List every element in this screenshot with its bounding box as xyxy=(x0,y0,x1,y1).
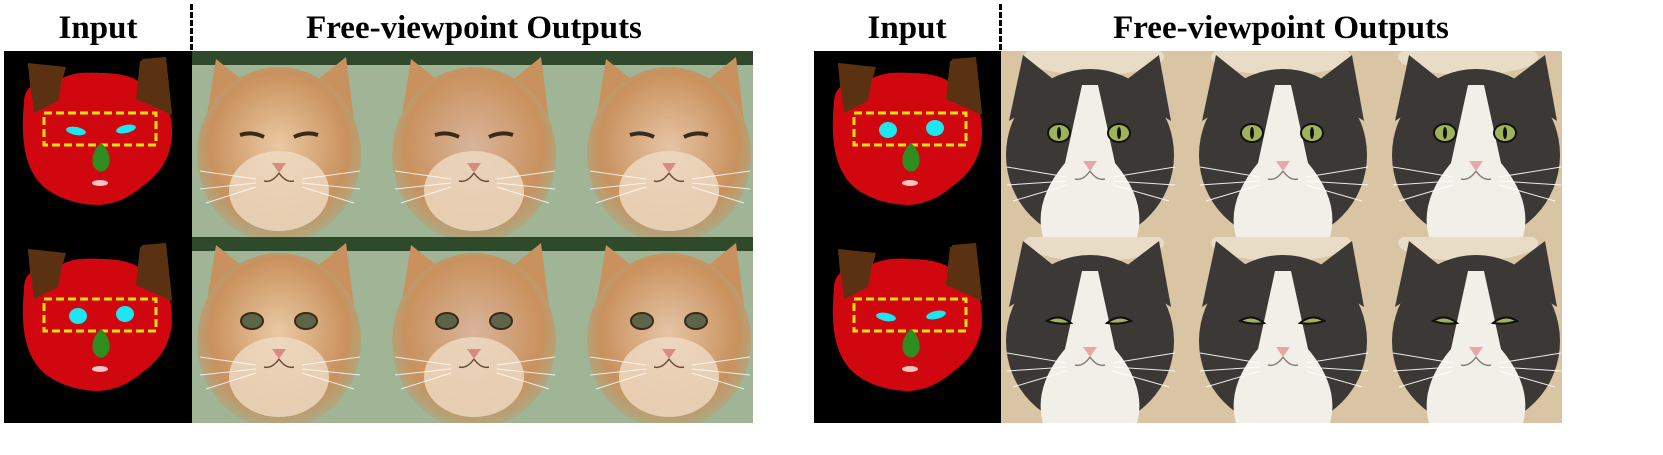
cat-nose xyxy=(467,349,481,359)
cat-eye-right xyxy=(489,312,513,330)
cat-nose xyxy=(1276,161,1290,171)
cat-eye-left xyxy=(239,131,265,139)
cat-eye-left xyxy=(630,312,654,330)
cat-nose xyxy=(1083,161,1097,171)
input-mask xyxy=(814,237,1001,423)
mask-ear-left xyxy=(838,65,874,113)
cat-eye-left xyxy=(629,131,655,139)
cat-eye-right xyxy=(294,312,318,330)
input-header: Input xyxy=(58,10,138,46)
cat-eye-right xyxy=(1297,316,1327,325)
mask-mouth xyxy=(92,180,108,186)
cat-eye-right xyxy=(1490,316,1520,325)
mask-face xyxy=(22,258,173,391)
mask-face xyxy=(22,72,173,205)
cat-nose xyxy=(662,163,676,173)
mask-ear-right xyxy=(136,243,172,301)
mask-nose xyxy=(902,329,920,358)
cat-eye-right xyxy=(488,131,514,139)
input-mask xyxy=(814,51,1001,237)
output-view xyxy=(1375,237,1562,423)
header-divider xyxy=(190,4,193,50)
mask-ear-right xyxy=(946,243,982,301)
mask-ear-right xyxy=(136,57,172,115)
cat-eye-left xyxy=(434,131,460,139)
outputs-header: Free-viewpoint Outputs xyxy=(306,10,642,46)
cat-nose xyxy=(272,349,286,359)
mask-eye-left xyxy=(66,126,86,136)
outputs-header: Free-viewpoint Outputs xyxy=(1113,10,1449,46)
cat-eye-right xyxy=(683,131,709,139)
cat-nose xyxy=(1276,347,1290,357)
cat-nose xyxy=(272,163,286,173)
mask-face xyxy=(832,72,982,205)
output-view xyxy=(1375,51,1562,237)
cat-nose xyxy=(467,163,481,173)
output-view xyxy=(1001,237,1188,423)
mask-nose xyxy=(92,143,110,172)
cat-nose xyxy=(662,349,676,359)
cat-eye-right xyxy=(684,312,708,330)
mask-mouth xyxy=(902,180,918,186)
mask-ear-left xyxy=(28,65,64,113)
cat-nose xyxy=(1469,347,1483,357)
output-view xyxy=(1188,51,1375,237)
mask-ear-left xyxy=(838,251,874,299)
left-panel: Input Free-viewpoint Outputs xyxy=(0,0,760,455)
mask-nose xyxy=(92,329,110,358)
mask-eye-left xyxy=(876,312,896,322)
mask-eye-right xyxy=(116,306,134,322)
input-mask xyxy=(4,237,192,423)
cat-nose xyxy=(1469,161,1483,171)
cat-eye-right xyxy=(293,131,319,139)
mask-mouth xyxy=(92,366,108,372)
input-mask xyxy=(4,51,192,237)
output-view xyxy=(566,51,753,237)
mask-ear-right xyxy=(946,57,982,115)
mask-eye-left xyxy=(69,308,87,324)
mask-eye-left xyxy=(879,122,897,138)
mask-mouth xyxy=(902,366,918,372)
cat-eye-left xyxy=(240,312,264,330)
cat-eye-left xyxy=(435,312,459,330)
output-view xyxy=(192,237,379,423)
cat-nose xyxy=(1083,347,1097,357)
mask-eye-right xyxy=(116,124,136,134)
output-view xyxy=(379,237,566,423)
input-header: Input xyxy=(867,10,947,46)
mask-ear-left xyxy=(28,251,64,299)
output-view xyxy=(379,51,566,237)
output-view xyxy=(192,51,379,237)
mask-eye-right xyxy=(926,120,944,136)
cat-eye-right xyxy=(1104,316,1134,325)
cat-eye-left xyxy=(1430,316,1460,325)
mask-face xyxy=(832,258,982,391)
cat-eye-left xyxy=(1044,316,1074,325)
output-view xyxy=(1188,237,1375,423)
output-view xyxy=(566,237,753,423)
output-view xyxy=(1001,51,1188,237)
mask-eye-right xyxy=(926,310,946,320)
header-divider xyxy=(999,4,1002,50)
mask-nose xyxy=(902,143,920,172)
cat-eye-left xyxy=(1237,316,1267,325)
